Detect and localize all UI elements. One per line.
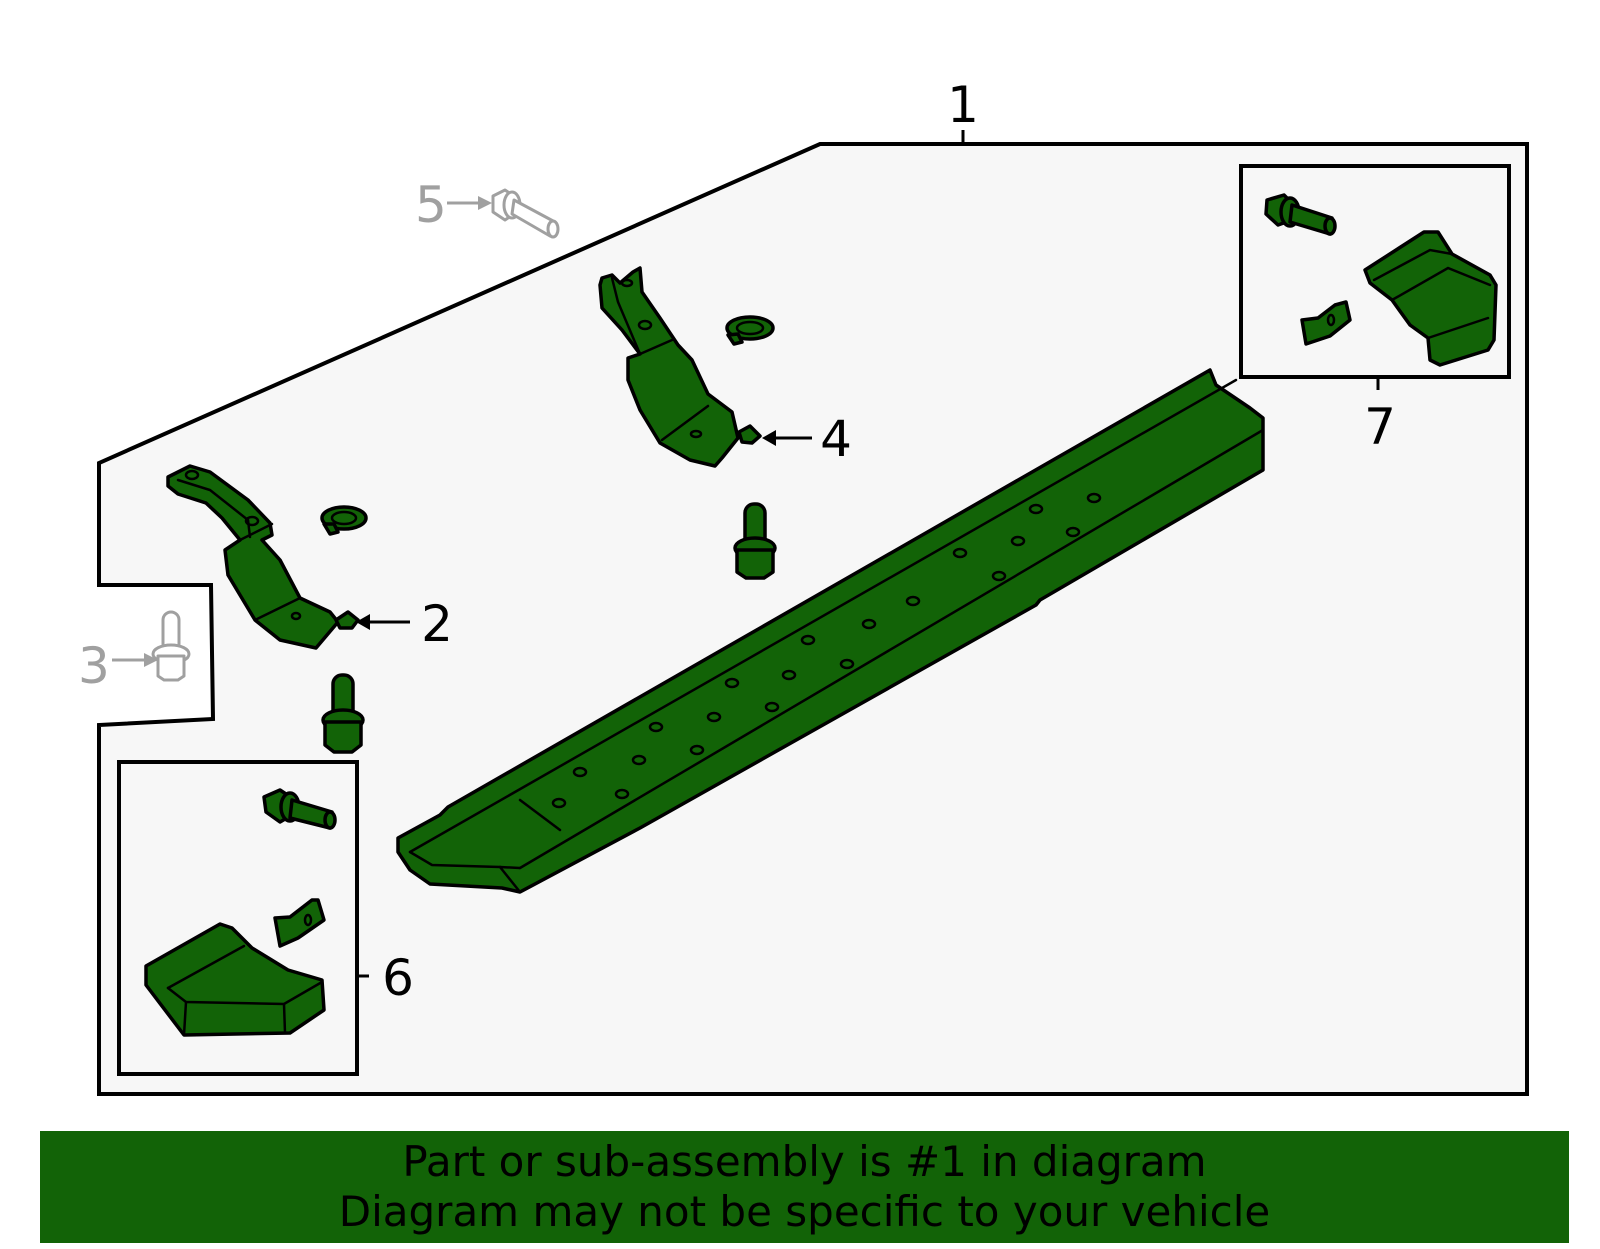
disclaimer-banner: Part or sub-assembly is #1 in diagram Di… [40,1131,1569,1243]
running-board-holes [551,492,1102,809]
front-bracket-bolt-icon [321,673,365,754]
rear-bracket-icon [598,266,762,468]
front-bracket-icon [166,464,360,650]
front-bracket-grommet-icon [320,505,368,536]
callout-3-group: 3 [78,610,191,695]
running-board-icon [396,368,1265,894]
callout-5: 5 [415,176,447,234]
callout-4: 4 [820,410,852,468]
banner-line-2: Diagram may not be specific to your vehi… [338,1187,1271,1236]
callout-5-group: 5 [415,176,560,239]
callout-1: 1 [947,76,979,134]
bolt-3-icon [151,610,191,682]
rear-end-cap-bolt-icon [1264,193,1337,236]
rear-end-cap-clip-icon [1300,300,1352,346]
subkit-6-frame [117,760,359,1076]
callout-7: 7 [1364,398,1396,456]
front-end-cap-clip-icon [273,898,326,948]
rear-bracket-bolt-icon [733,502,777,580]
rear-bracket-grommet-icon [725,315,775,346]
front-end-cap-bolt-icon [262,788,337,830]
rear-end-cap-icon [1363,230,1498,367]
callout-6: 6 [382,949,414,1007]
front-end-cap-icon [144,922,326,1037]
subkit-7-frame [1239,164,1511,379]
banner-line-1: Part or sub-assembly is #1 in diagram [402,1137,1207,1186]
bolt-5-icon [491,188,560,239]
callout-3: 3 [78,637,110,695]
callout-2: 2 [421,595,453,653]
